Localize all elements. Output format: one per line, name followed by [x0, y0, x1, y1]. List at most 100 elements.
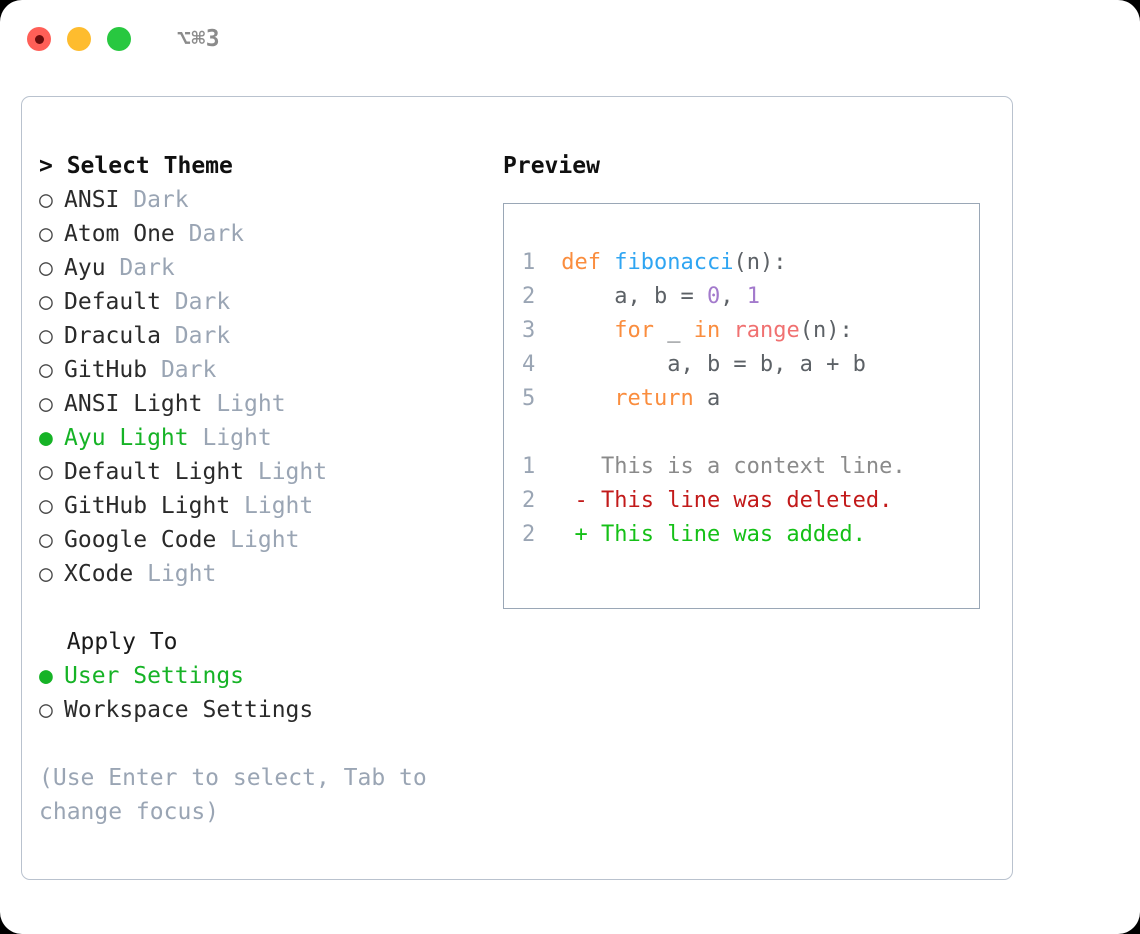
- preview-column: Preview 1 def fibonacci(n):2 a, b = 0, 1…: [503, 149, 998, 609]
- diff-line-number: 2: [522, 488, 536, 513]
- recording-indicator-icon: [34, 34, 44, 44]
- theme-option-label: GitHub: [64, 357, 148, 383]
- theme-option-5[interactable]: ○GitHub Dark: [39, 353, 499, 387]
- radio-unselected-icon: ○: [39, 697, 53, 723]
- section-spacer: [39, 591, 499, 625]
- code-line: 2 a, b = 0, 1: [522, 280, 979, 314]
- code-line: 5 return a: [522, 382, 979, 416]
- theme-option-tag: Dark: [174, 221, 245, 247]
- radio-unselected-icon: ○: [39, 391, 53, 417]
- close-button[interactable]: [27, 27, 51, 51]
- theme-option-tag: Light: [216, 527, 300, 553]
- theme-option-8[interactable]: ○ Default Light Light: [39, 455, 499, 489]
- code-token-plain: (n):: [799, 318, 853, 343]
- radio-unselected-icon: ○: [39, 459, 53, 485]
- theme-option-2[interactable]: ○ Ayu Dark: [39, 251, 499, 285]
- radio-unselected-icon: ○: [39, 493, 53, 519]
- code-token-fn: fibonacci: [614, 250, 734, 275]
- theme-option-tag: Dark: [147, 357, 217, 383]
- radio-unselected-icon: ○: [39, 221, 53, 247]
- theme-option-11[interactable]: ○ XCode Light: [39, 557, 499, 591]
- theme-option-tag: Light: [244, 459, 328, 485]
- theme-option-label: Default Light: [64, 459, 245, 485]
- diff-sample: 1 This is a context line.2 - This line w…: [522, 450, 979, 552]
- diff-line-text: This is a context line.: [548, 454, 906, 479]
- theme-option-0[interactable]: ○ANSI Dark: [39, 183, 499, 217]
- theme-option-label: XCode: [64, 561, 134, 587]
- code-token-plain: [548, 318, 614, 343]
- diff-line-del: 2 - This line was deleted.: [522, 484, 979, 518]
- theme-option-10[interactable]: ○ Google Code Light: [39, 523, 499, 557]
- theme-option-tag: Dark: [160, 289, 231, 315]
- radio-unselected-icon: ○: [39, 323, 53, 349]
- keyboard-hint-text: (Use Enter to select, Tab to change focu…: [39, 765, 427, 825]
- theme-option-label: ANSI Light: [64, 391, 203, 417]
- diff-line-number: 1: [522, 454, 536, 479]
- diff-line-ctx: 1 This is a context line.: [522, 450, 979, 484]
- code-token-plain: (n):: [733, 250, 787, 275]
- theme-option-7[interactable]: ● Ayu Light Light: [39, 421, 499, 455]
- theme-option-tag: Light: [230, 493, 314, 519]
- select-theme-header: > Select Theme: [39, 153, 233, 179]
- radio-unselected-icon: ○: [39, 561, 53, 587]
- theme-option-label: Ayu Light: [64, 425, 189, 451]
- theme-selector-column: > Select Theme ○ANSI Dark○Atom One Dark○…: [39, 149, 499, 829]
- apply-option-1[interactable]: ○Workspace Settings: [39, 693, 499, 727]
- code-line-number: 1: [522, 250, 536, 275]
- theme-option-4[interactable]: ○Dracula Dark: [39, 319, 499, 353]
- panel-columns: > Select Theme ○ANSI Dark○Atom One Dark○…: [22, 97, 1012, 879]
- radio-unselected-icon: ○: [39, 289, 53, 315]
- window-controls: [27, 27, 131, 51]
- theme-option-label: GitHub Light: [64, 493, 231, 519]
- code-token-plain: [601, 250, 614, 275]
- title-bar: ⌥⌘3: [0, 0, 1140, 78]
- apply-option-0[interactable]: ●User Settings: [39, 659, 499, 693]
- code-token-plain: _: [653, 318, 694, 343]
- theme-list[interactable]: ○ANSI Dark○Atom One Dark○Ayu Dark○Defaul…: [39, 183, 499, 591]
- apply-to-list[interactable]: ●User Settings○Workspace Settings: [39, 659, 499, 727]
- diff-line-add: 2 + This line was added.: [522, 518, 979, 552]
- code-token-kw: def: [561, 250, 601, 275]
- code-line-number: 3: [522, 318, 536, 343]
- theme-option-tag: Light: [133, 561, 217, 587]
- theme-option-tag: Dark: [160, 323, 231, 349]
- code-token-plain: [548, 386, 614, 411]
- theme-option-label: Default: [64, 289, 161, 315]
- diff-line-number: 2: [522, 522, 536, 547]
- code-diff-spacer: [522, 416, 979, 450]
- theme-option-9[interactable]: ○ GitHub Light Light: [39, 489, 499, 523]
- theme-option-tag: Light: [202, 391, 286, 417]
- theme-option-3[interactable]: ○ Default Dark: [39, 285, 499, 319]
- theme-option-tag: Dark: [105, 255, 175, 281]
- code-token-num: 1: [746, 284, 760, 309]
- radio-selected-icon: ●: [39, 425, 53, 451]
- code-token-plain: ,: [720, 284, 747, 309]
- code-token-plain: a, b =: [548, 284, 707, 309]
- maximize-button[interactable]: [107, 27, 131, 51]
- theme-option-6[interactable]: ○ ANSI Light Light: [39, 387, 499, 421]
- code-token-num: 0: [706, 284, 721, 309]
- code-line-number: 4: [522, 352, 536, 377]
- theme-option-1[interactable]: ○Atom One Dark: [39, 217, 499, 251]
- radio-unselected-icon: ○: [39, 187, 53, 213]
- code-line-number: 5: [522, 386, 536, 411]
- minimize-button[interactable]: [67, 27, 91, 51]
- code-token-plain: [548, 250, 561, 275]
- theme-option-label: Google Code: [64, 527, 217, 553]
- keyboard-shortcut-label: ⌥⌘3: [177, 26, 221, 52]
- theme-option-tag: Dark: [119, 187, 189, 213]
- theme-option-tag: Light: [188, 425, 272, 451]
- diff-line-text: + This line was added.: [548, 522, 866, 547]
- code-token-kw: for: [614, 318, 654, 343]
- preview-title: Preview: [503, 153, 600, 179]
- radio-selected-icon: ●: [39, 663, 53, 689]
- theme-option-label: Ayu: [64, 255, 106, 281]
- code-token-kw: in: [693, 318, 721, 343]
- apply-to-header: Apply To: [39, 629, 178, 655]
- radio-unselected-icon: ○: [39, 255, 53, 281]
- radio-unselected-icon: ○: [39, 527, 53, 553]
- code-token-plain: a, b = b, a + b: [548, 352, 866, 377]
